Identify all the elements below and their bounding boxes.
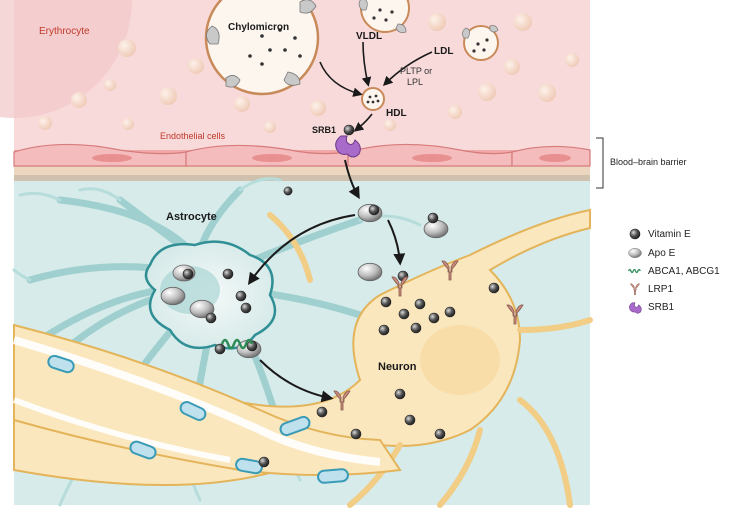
hdl-particle [361, 87, 385, 111]
apo-e-particle [357, 262, 383, 282]
legend-label-abca1-abcg1: ABCA1, ABCG1 [648, 265, 720, 277]
vldl-label: VLDL [356, 31, 383, 42]
transport-arrows [247, 159, 406, 403]
abca1-abcg1-transporter [220, 338, 254, 350]
to-neuron-arrow [387, 219, 406, 266]
ldl-particle [462, 25, 499, 61]
apo-e-particle [423, 219, 449, 239]
myelinated-axon [12, 323, 402, 484]
ldl-to-hdl-arrow [382, 51, 433, 87]
legend-item-vitamin-e: Vitamin E [628, 226, 691, 242]
chylomicron-particle [204, 0, 320, 96]
pltp-lpl-label-line2: LPL [407, 77, 424, 87]
vldl-to-hdl-arrow [361, 41, 372, 87]
lrp1-icon [629, 283, 641, 296]
srb1-label: SRB1 [312, 125, 337, 135]
ldl-label: LDL [434, 46, 454, 57]
hdl-label: HDL [386, 108, 407, 119]
endothelial-cells-label: Endothelial cells [160, 131, 226, 141]
legend-item-abca1-abcg1: ABCA1, ABCG1 [628, 263, 720, 279]
chylomicron-to-hdl-arrow [319, 61, 363, 97]
apo-e-particle [160, 286, 186, 306]
legend-label-vitamin-e: Vitamin E [648, 228, 691, 240]
srb1-icon [629, 302, 642, 314]
legend-item-apo-e: Apo E [628, 245, 675, 261]
chylomicron-label: Chylomicron [228, 22, 290, 33]
bbb-bracket [596, 137, 604, 189]
legend-label-apo-e: Apo E [648, 247, 676, 259]
blood-brain-barrier-label: Blood–brain barrier [610, 157, 687, 167]
hdl-to-srb1-arrow [353, 113, 373, 132]
endothelial-layer [13, 143, 591, 181]
astrocyte-label: Astrocyte [166, 211, 217, 223]
lipid-droplets [38, 13, 579, 133]
lipoprotein-arrows [319, 41, 433, 132]
abca1-abcg1-icon [628, 268, 641, 274]
srb1-receptor [335, 124, 361, 158]
vitamin-e-icon [629, 228, 641, 240]
apo-e-icon [628, 248, 642, 258]
vldl-particle [358, 0, 410, 33]
legend-item-srb1: SRB1 [628, 299, 674, 315]
neuron-label: Neuron [378, 361, 417, 373]
astrocyte-to-neuron-arrow [259, 359, 334, 403]
to-astrocyte-arrow [247, 214, 356, 285]
legend-label-srb1: SRB1 [648, 301, 675, 313]
erythrocyte-label: Erythrocyte [39, 26, 90, 37]
legend-label-lrp1: LRP1 [648, 283, 674, 295]
srb1-to-brain-arrow [344, 159, 360, 200]
pltp-lpl-label-line1: PLTP or [400, 66, 433, 76]
erythrocyte-cell [0, 0, 132, 118]
legend-item-lrp1: LRP1 [628, 281, 673, 297]
